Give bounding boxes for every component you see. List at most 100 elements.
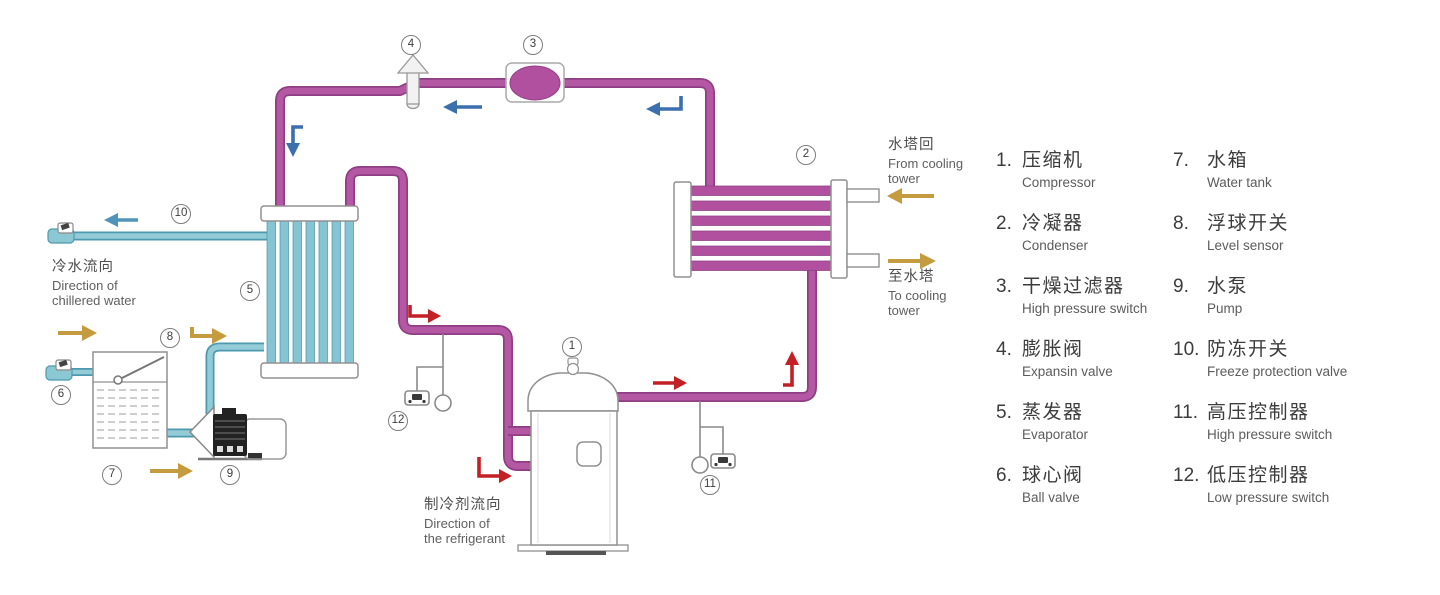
condenser-water-stub-top [846,188,880,203]
compressor [517,357,629,555]
badge-expansion-valve: 4 [401,35,421,55]
legend-num: 11. [1173,402,1199,423]
legend-num: 1. [996,150,1012,171]
legend-en: Condenser [1022,238,1089,253]
to-cooling-tower-zh: 至水塔 [888,269,935,285]
compressor-base-shadow [546,551,606,555]
legend-en: Low pressure switch [1207,490,1330,505]
float-switch [113,356,165,385]
condenser-left-cap [673,181,692,278]
badge-filter-drier: 3 [523,35,543,55]
legend-item-11: 11. 高压控制器 High pressure switch [1173,402,1347,443]
condenser [673,179,880,279]
chilled-water-direction-zh: 冷水流向 [52,259,114,275]
badge-pump: 9 [220,465,240,485]
legend-zh: 冷凝器 [1022,213,1084,234]
legend-num: 10. [1173,339,1200,360]
condenser-right-cap [830,179,848,279]
legend-en: Ball valve [1022,490,1080,505]
badge-low-pressure-switch: 12 [388,411,408,431]
legend-en: Freeze protection valve [1207,364,1348,379]
legend-item-8: 8. 浮球开关 Level sensor [1173,213,1347,254]
to-cooling-tower-en1: To cooling [888,287,947,303]
legend-zh: 浮球开关 [1207,213,1290,234]
legend-num: 5. [996,402,1012,423]
pump [188,405,287,461]
low-pressure-switch [404,334,452,412]
legend-item-12: 12. 低压控制器 Low pressure switch [1173,465,1347,506]
chilled-water-direction-en1: Direction of [52,277,118,293]
to-cooling-tower-en2: tower [888,303,920,318]
legend-item-4: 4. 膨胀阀 Expansin valve [996,339,1147,380]
refrigerant-direction-label: 制冷剂流向 Direction of the refrigerant [424,497,505,547]
expansion-valve [396,53,430,110]
compressor-base [517,544,629,552]
evaporator [260,205,359,379]
liquid-line-pipe [275,78,715,212]
suction-line-pipe [345,166,532,471]
chilled-water-direction-label: 冷水流向 Direction of chillered water [52,259,136,309]
legend-column-2: 7. 水箱 Water tank 8. 浮球开关 Level sensor 9.… [1173,150,1347,506]
compressor-window [576,441,602,467]
chilled-water-direction-en2: chillered water [52,293,136,308]
legend-num: 9. [1173,276,1189,297]
legend-item-10: 10. 防冻开关 Freeze protection valve [1173,339,1347,380]
legend-item-1: 1. 压缩机 Compressor [996,150,1147,191]
legend-num: 2. [996,213,1012,234]
legend-column-1: 1. 压缩机 Compressor 2. 冷凝器 Condenser 3. 干燥… [996,150,1147,506]
flow-arrow-to-tower [888,253,936,269]
pump-to-evaporator-pipe [205,342,264,414]
legend-en: Water tank [1207,175,1272,190]
legend-en: Pump [1207,301,1243,316]
condenser-water-stub-bottom [846,253,880,268]
compressor-body [530,410,618,546]
legend-item-7: 7. 水箱 Water tank [1173,150,1347,191]
flow-arrow-suction-right [408,305,441,323]
legend-zh: 低压控制器 [1207,465,1310,486]
badge-compressor: 1 [562,337,582,357]
discharge-line-pipe [616,270,817,402]
legend-en: High pressure switch [1022,301,1148,316]
refrigerant-direction-zh: 制冷剂流向 [424,497,502,513]
flow-arrow-discharge-up [783,351,799,387]
flow-arrow-from-tower [887,188,934,204]
evaporator-top-cap [260,205,359,222]
legend-zh: 蒸发器 [1022,402,1084,423]
badge-float-switch: 8 [160,328,180,348]
refrigerant-direction-en2: the refrigerant [424,531,505,546]
flow-arrow-chilled-water-left [104,213,138,227]
legend-num: 7. [1173,150,1189,171]
legend-item-3: 3. 干燥过滤器 High pressure switch [996,276,1147,317]
flow-arrow-tank-in [58,325,97,341]
legend-num: 8. [1173,213,1189,234]
badge-evaporator: 5 [240,281,260,301]
legend-num: 3. [996,276,1012,297]
legend-zh: 球心阀 [1022,465,1084,486]
from-cooling-tower-label: 水塔回 From cooling tower [888,137,963,187]
flow-arrow-liquid-left-1 [443,100,482,114]
legend-en: Level sensor [1207,238,1284,253]
legend-zh: 膨胀阀 [1022,339,1084,360]
legend-item-6: 6. 球心阀 Ball valve [996,465,1147,506]
legend-zh: 防冻开关 [1207,339,1290,360]
flow-arrow-tank-to-pump [150,463,193,479]
evaporator-tubes [266,218,354,367]
legend-zh: 水箱 [1207,150,1249,171]
legend-item-9: 9. 水泵 Pump [1173,276,1347,317]
legend-zh: 高压控制器 [1207,402,1310,423]
legend-en: High pressure switch [1207,427,1333,442]
water-tank [92,351,168,449]
chilled-water-outlet-fitting [47,222,75,244]
badge-ball-valve: 6 [51,385,71,405]
legend-item-5: 5. 蒸发器 Evaporator [996,402,1147,443]
from-cooling-tower-zh: 水塔回 [888,137,935,153]
badge-freeze-protection: 10 [171,204,191,224]
legend-zh: 水泵 [1207,276,1249,297]
compressor-dome [527,372,619,412]
condenser-tubes [689,185,833,271]
badge-high-pressure-switch: 11 [700,475,720,495]
legend-en: Compressor [1022,175,1096,190]
legend-num: 12. [1173,465,1200,486]
